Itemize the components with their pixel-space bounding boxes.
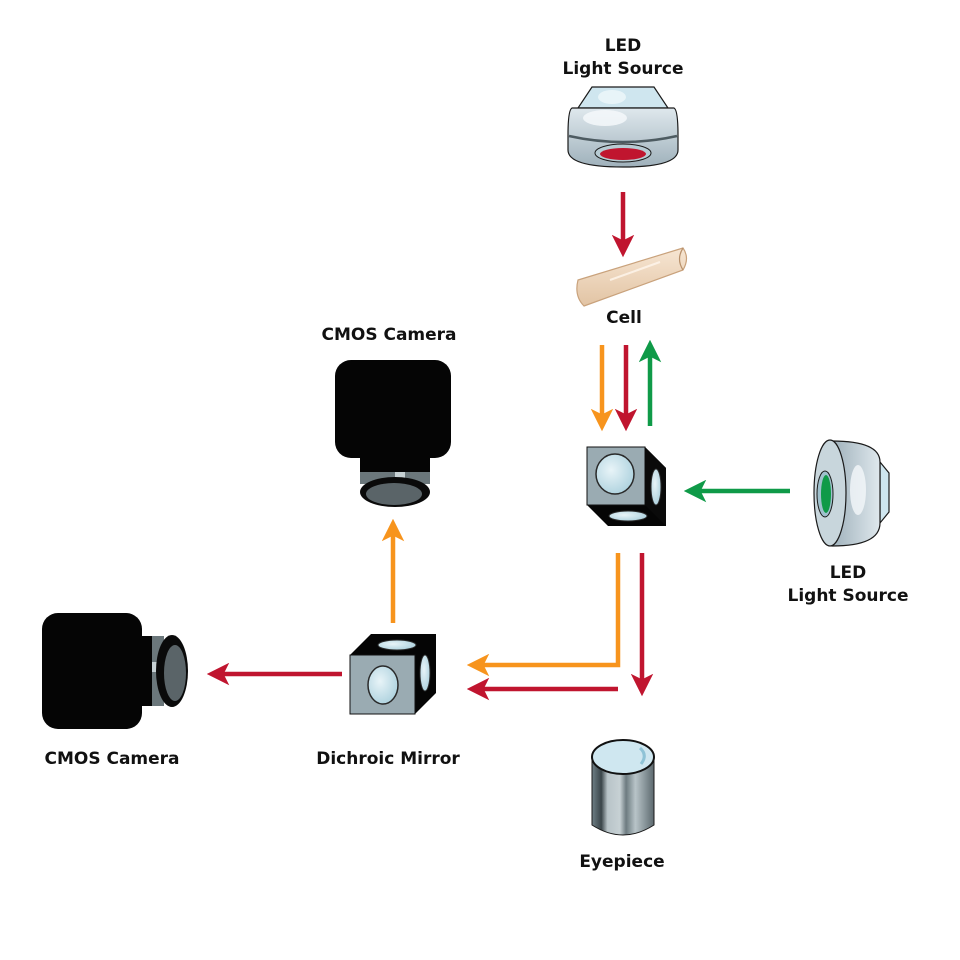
dichroic-mirror-label: Dichroic Mirror xyxy=(316,749,460,769)
cell-icon xyxy=(576,247,688,307)
led-light-source-right: LED Light Source xyxy=(788,439,909,606)
camera-left-label: CMOS Camera xyxy=(44,749,179,769)
camera-top-label: CMOS Camera xyxy=(321,325,456,345)
led-right-label-line1: LED xyxy=(830,563,867,583)
led-top-label-line1: LED xyxy=(605,36,642,56)
camera-icon xyxy=(335,360,451,507)
dichroic-mirror: Dichroic Mirror xyxy=(316,634,460,769)
cell-label: Cell xyxy=(606,308,642,328)
eyepiece-label: Eyepiece xyxy=(579,852,664,872)
cell: Cell xyxy=(576,247,688,328)
eyepiece-icon xyxy=(591,739,655,836)
led-right-label-line2: Light Source xyxy=(788,586,909,606)
dichroic-mirror-upper xyxy=(586,446,666,526)
cmos-camera-left: CMOS Camera xyxy=(42,613,188,769)
led-light-source-top: LED Light Source xyxy=(563,36,684,168)
led-lamp-icon xyxy=(813,439,890,547)
eyepiece: Eyepiece xyxy=(579,739,665,872)
cmos-camera-top: CMOS Camera xyxy=(321,325,457,507)
camera-icon xyxy=(42,613,188,729)
led-top-label-line2: Light Source xyxy=(563,59,684,79)
led-lamp-icon xyxy=(567,86,679,168)
arrow-orange-mirror-to-dichroic xyxy=(466,553,621,677)
